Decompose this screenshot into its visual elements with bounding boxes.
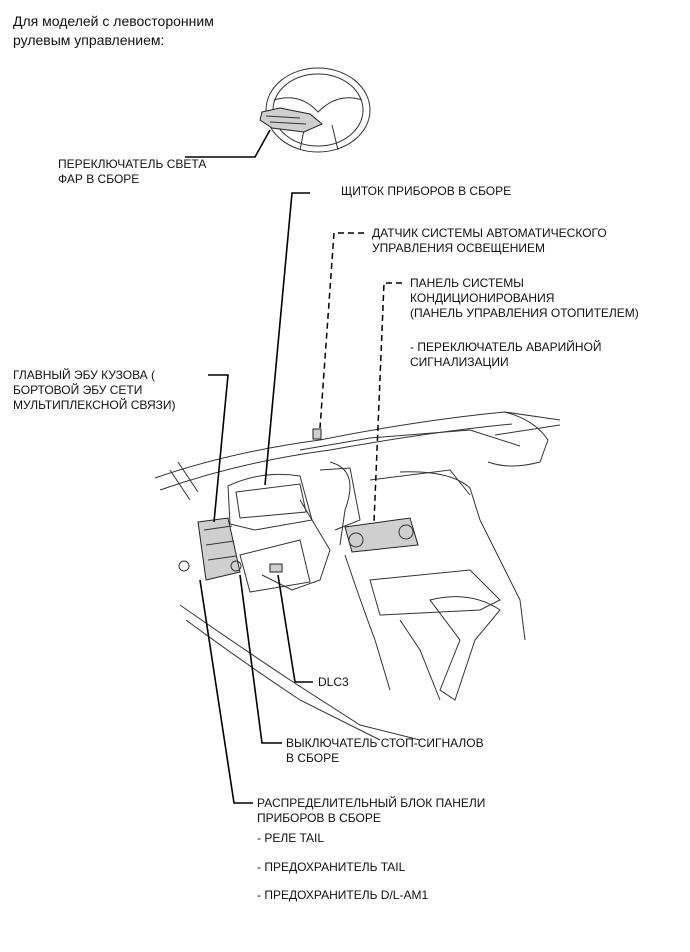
label-line: В СБОРЕ: [286, 751, 340, 765]
label-line: БОРТОВОЙ ЭБУ СЕТИ: [13, 383, 143, 397]
label-hazard-switch: - ПЕРЕКЛЮЧАТЕЛЬ АВАРИЙНОЙ СИГНАЛИЗАЦИИ: [410, 340, 602, 370]
label-body-ecu: ГЛАВНЫЙ ЭБУ КУЗОВА ( БОРТОВОЙ ЭБУ СЕТИ М…: [13, 368, 176, 413]
label-combination-meter: ЩИТОК ПРИБОРОВ В СБОРЕ: [341, 184, 511, 199]
label-line: - ПРЕДОХРАНИТЕЛЬ TAIL: [257, 860, 406, 874]
label-line: РАСПРЕДЕЛИТЕЛЬНЫЙ БЛОК ПАНЕЛИ: [257, 796, 486, 810]
label-line: СИГНАЛИЗАЦИИ: [410, 355, 509, 369]
diagram-header: Для моделей с левосторонним рулевым упра…: [13, 12, 214, 50]
label-ac-panel: ПАНЕЛЬ СИСТЕМЫ КОНДИЦИОНИРОВАНИЯ (ПАНЕЛЬ…: [410, 276, 639, 321]
label-line: DLC3: [318, 675, 349, 689]
label-line: - ПЕРЕКЛЮЧАТЕЛЬ АВАРИЙНОЙ: [410, 340, 602, 354]
label-line: ПЕРЕКЛЮЧАТЕЛЬ СВЕТА: [58, 157, 207, 171]
label-line: - ПРЕДОХРАНИТЕЛЬ D/L-AM1: [257, 888, 429, 902]
label-line: ЩИТОК ПРИБОРОВ В СБОРЕ: [341, 184, 512, 198]
label-light-sensor: ДАТЧИК СИСТЕМЫ АВТОМАТИЧЕСКОГО УПРАВЛЕНИ…: [372, 226, 607, 256]
label-line: МУЛЬТИПЛЕКСНОЙ СВЯЗИ): [13, 398, 176, 412]
label-line: (ПАНЕЛЬ УПРАВЛЕНИЯ ОТОПИТЕЛЕМ): [410, 306, 639, 320]
label-tail-fuse: - ПРЕДОХРАНИТЕЛЬ TAIL: [257, 860, 405, 875]
label-line: ПАНЕЛЬ СИСТЕМЫ: [410, 276, 524, 290]
label-stop-switch: ВЫКЛЮЧАТЕЛЬ СТОП-СИГНАЛОВ В СБОРЕ: [286, 736, 484, 766]
dashboard-drawing: [154, 411, 561, 741]
label-line: - РЕЛЕ TAIL: [257, 831, 325, 845]
label-dlc3: DLC3: [318, 675, 349, 690]
label-junction-block: РАСПРЕДЕЛИТЕЛЬНЫЙ БЛОК ПАНЕЛИ ПРИБОРОВ В…: [257, 796, 485, 826]
label-line: ВЫКЛЮЧАТЕЛЬ СТОП-СИГНАЛОВ: [286, 736, 484, 750]
leader-lines: [185, 129, 402, 804]
label-line: ГЛАВНЫЙ ЭБУ КУЗОВА (: [13, 368, 156, 382]
label-line: УПРАВЛЕНИЯ ОСВЕЩЕНИЕМ: [372, 241, 546, 255]
label-tail-relay: - РЕЛЕ TAIL: [257, 831, 324, 846]
label-line: ПРИБОРОВ В СБОРЕ: [257, 811, 381, 825]
label-headlight-switch: ПЕРЕКЛЮЧАТЕЛЬ СВЕТА ФАР В СБОРЕ: [58, 157, 206, 187]
label-line: ФАР В СБОРЕ: [58, 172, 140, 186]
label-dlam1-fuse: - ПРЕДОХРАНИТЕЛЬ D/L-AM1: [257, 888, 428, 903]
label-line: ДАТЧИК СИСТЕМЫ АВТОМАТИЧЕСКОГО: [372, 226, 607, 240]
header-line: Для моделей с левосторонним: [13, 13, 214, 29]
steering-wheel-drawing: [259, 67, 371, 153]
label-line: КОНДИЦИОНИРОВАНИЯ: [410, 291, 555, 305]
header-line: рулевым управлением:: [13, 32, 165, 48]
